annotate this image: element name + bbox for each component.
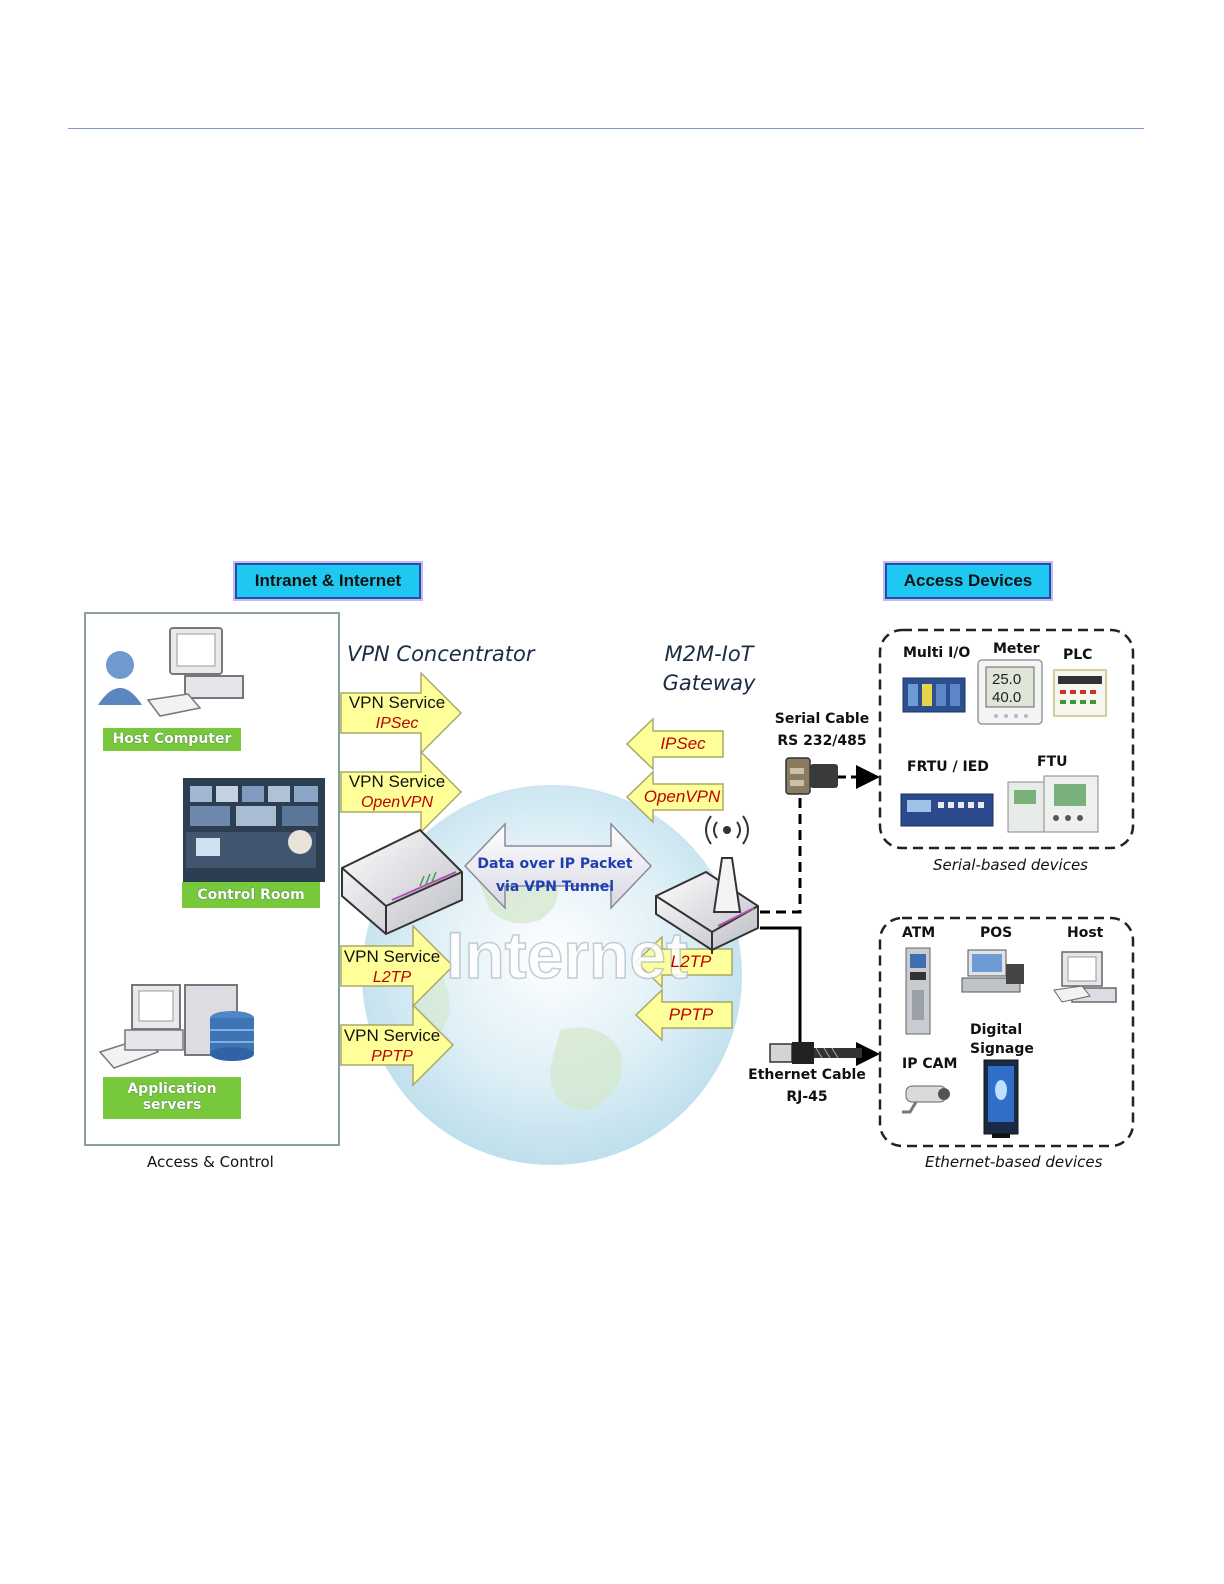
serial-cable-label-line2: RS 232/485 — [777, 733, 867, 749]
ftu-label: FTU — [1037, 754, 1068, 770]
header-intranet-internet: Intranet & Internet — [235, 563, 421, 599]
host-computer-label: Host Computer — [103, 728, 241, 751]
control-room-label: Control Room — [182, 882, 320, 908]
serial-devices-caption: Serial-based devices — [933, 856, 1088, 874]
atm-label: ATM — [902, 925, 936, 941]
vpn-service-label: VPN Service — [343, 1026, 441, 1045]
ethernet-devices-caption: Ethernet-based devices — [925, 1153, 1103, 1171]
internet-watermark-text: Internet — [446, 918, 688, 992]
vpn-service-pptp: VPN Service PPTP — [337, 1025, 447, 1067]
access-control-caption: Access & Control — [147, 1153, 274, 1171]
top-rule — [68, 128, 1144, 129]
application-servers-icon — [98, 984, 254, 1069]
meter-icon: 25.0 40.0 — [977, 659, 1043, 725]
pos-label: POS — [980, 925, 1013, 941]
multi-io-label: Multi I/O — [903, 645, 971, 661]
gateway-protocol-openvpn: OpenVPN — [643, 787, 721, 806]
plc-label: PLC — [1063, 647, 1093, 663]
control-room-image — [183, 778, 325, 882]
header-access-devices: Access Devices — [885, 563, 1051, 599]
gateway-protocol-ipsec: IPSec — [660, 734, 706, 753]
application-servers-label-line1: Application — [127, 1081, 217, 1097]
vpn-service-label: VPN Service — [348, 772, 446, 791]
vpn-tunnel-arrow — [463, 822, 653, 910]
tunnel-text: Data over IP Packet via VPN Tunnel — [474, 853, 636, 899]
vpn-service-protocol: PPTP — [371, 1048, 413, 1065]
vpn-service-arrows — [340, 671, 463, 1087]
tunnel-text-line1: Data over IP Packet — [477, 856, 633, 872]
frtu-ied-label: FRTU / IED — [907, 759, 989, 775]
vpn-service-label: VPN Service — [343, 947, 441, 966]
vpn-concentrator-icon — [341, 828, 463, 936]
tunnel-text-line2: via VPN Tunnel — [495, 879, 615, 895]
ethernet-cable-line — [760, 926, 880, 1066]
application-servers-label-line2: servers — [142, 1097, 202, 1113]
serial-cable-line — [760, 765, 880, 914]
svg-text:25.0: 25.0 — [992, 671, 1021, 688]
host-computer-icon — [98, 627, 244, 717]
vpn-service-openvpn: VPN Service OpenVPN — [343, 771, 451, 813]
serial-cable-label: Serial Cable RS 232/485 — [770, 708, 874, 752]
plc-icon — [1053, 669, 1107, 717]
gateway-protocol-l2tp: L2TP — [670, 952, 712, 971]
vpn-service-ipsec: VPN Service IPSec — [343, 692, 451, 734]
gateway-title-line2: Gateway — [662, 671, 756, 695]
ethernet-cable-label-line2: RJ-45 — [786, 1089, 828, 1105]
vpn-service-l2tp: VPN Service L2TP — [337, 946, 447, 988]
vpn-service-label: VPN Service — [348, 693, 446, 712]
atm-icon — [905, 947, 931, 1035]
frtu-ied-icon — [900, 793, 994, 827]
ip-cam-label: IP CAM — [902, 1056, 958, 1072]
ftu-icon — [1007, 775, 1099, 833]
host-pc-icon — [1053, 951, 1117, 1003]
gateway-title: M2M-IoT Gateway — [655, 640, 763, 698]
application-servers-label: Application servers — [103, 1077, 241, 1119]
serial-connector-icon — [785, 757, 838, 795]
ip-camera-icon — [902, 1085, 950, 1114]
ethernet-cable-label: Ethernet Cable RJ-45 — [748, 1064, 866, 1108]
gateway-protocol-pptp: PPTP — [668, 1005, 714, 1024]
gateway-title-line1: M2M-IoT — [664, 642, 754, 666]
digital-signage-label-line2: Signage — [970, 1041, 1034, 1057]
vpn-concentrator-title: VPN Concentrator — [347, 642, 535, 666]
gateway-router-icon — [655, 815, 759, 954]
ethernet-connector-icon — [769, 1042, 862, 1064]
meter-label: Meter — [993, 641, 1040, 657]
pos-icon — [961, 949, 1024, 993]
host-label: Host — [1067, 925, 1104, 941]
vpn-service-protocol: OpenVPN — [360, 794, 434, 811]
svg-text:40.0: 40.0 — [992, 689, 1021, 706]
digital-signage-label-line1: Digital — [970, 1022, 1023, 1038]
digital-signage-icon — [983, 1059, 1019, 1138]
serial-cable-label-line1: Serial Cable — [774, 711, 870, 727]
vpn-service-protocol: L2TP — [372, 969, 412, 986]
multi-io-icon — [902, 677, 966, 713]
vpn-service-protocol: IPSec — [375, 715, 419, 732]
ethernet-cable-label-line1: Ethernet Cable — [748, 1067, 866, 1083]
gateway-protocol-arrows — [625, 717, 733, 1042]
digital-signage-label: Digital Signage — [970, 1021, 1034, 1059]
